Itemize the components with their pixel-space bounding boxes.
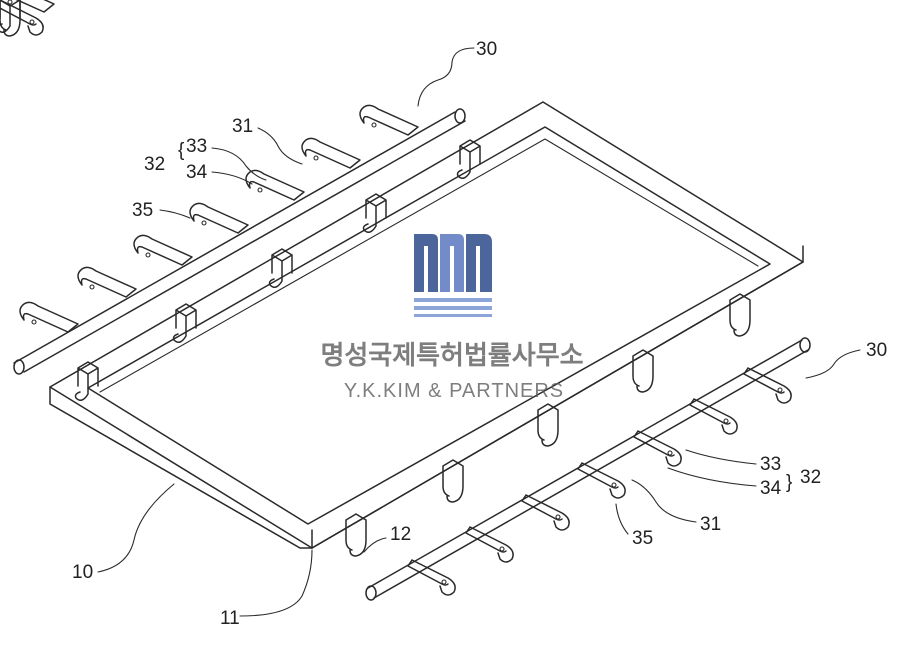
label-hook-slot: 12 bbox=[390, 524, 411, 545]
clip bbox=[0, 0, 55, 13]
watermark: 명성국제특허법률사무소 Y.K.KIM & PARTNERS bbox=[320, 232, 584, 402]
label-rail-bottom: 30 bbox=[866, 340, 887, 361]
frame bbox=[49, 101, 804, 549]
label-tab-top: 35 bbox=[132, 200, 153, 221]
firm-name-english: Y.K.KIM & PARTNERS bbox=[344, 380, 564, 402]
label-frame: 10 bbox=[72, 562, 93, 583]
clip bbox=[0, 0, 44, 36]
firm-name-korean: 명성국제특허법률사무소 bbox=[320, 341, 583, 371]
label-clip-bottom: 32 bbox=[800, 467, 821, 488]
leader-lines bbox=[97, 47, 861, 617]
label-hook: 11 bbox=[220, 608, 240, 629]
rail-assembly-top bbox=[0, 0, 466, 375]
brace-top: { bbox=[178, 140, 185, 161]
label-bar-top: 31 bbox=[232, 116, 253, 137]
label-clip-upper-bottom: 33 bbox=[760, 454, 781, 475]
label-tab-bottom: 35 bbox=[632, 528, 653, 549]
firm-logo bbox=[412, 232, 494, 317]
label-bar-bottom: 31 bbox=[700, 514, 721, 535]
label-rail-top: 30 bbox=[476, 39, 497, 60]
reference-numerals: 30 31 32 { 33 34 35 30 33 34 } 32 31 35 … bbox=[72, 39, 887, 629]
brace-bottom: } bbox=[786, 472, 792, 493]
label-clip-top: 32 bbox=[144, 154, 165, 175]
hooks-front-edge bbox=[0, 0, 751, 557]
label-clip-upper-top: 33 bbox=[186, 136, 207, 157]
rail-assembly-bottom bbox=[0, 0, 811, 601]
label-clip-lower-bottom: 34 bbox=[760, 478, 782, 499]
label-clip-lower-top: 34 bbox=[186, 162, 208, 183]
hook bbox=[0, 0, 21, 37]
